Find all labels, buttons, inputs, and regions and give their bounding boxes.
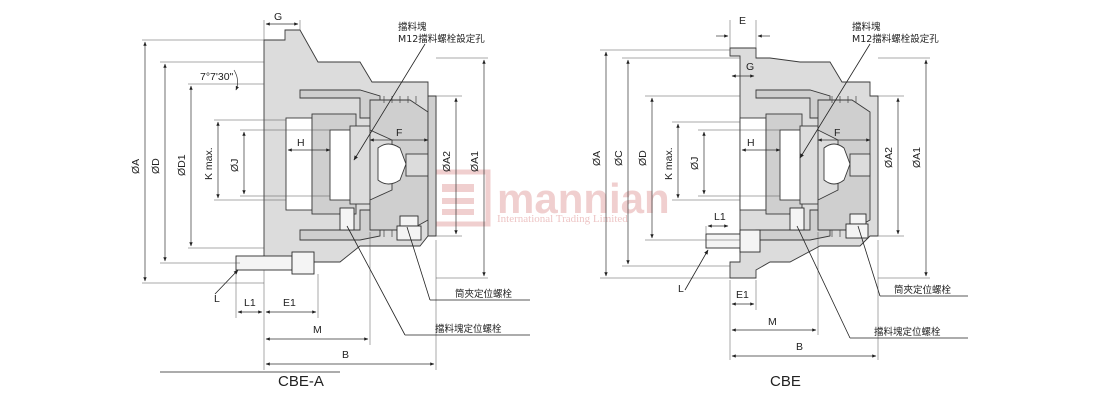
cbe-label-k: K max.: [663, 147, 675, 180]
cbe-label-h: H: [747, 137, 755, 149]
cbe-a-body: [263, 29, 437, 269]
watermark: mannian International Trading Limited: [425, 169, 670, 227]
cbe-callout-block-bolt: 擋料塊定位螺栓: [874, 326, 941, 338]
cbe-label-a1: ØA1: [911, 147, 923, 168]
cbe-a-callout-block-bolt: 擋料塊定位螺栓: [435, 323, 502, 335]
cbe-callout-clamp-bolt: 筒夾定位螺栓: [894, 284, 952, 296]
watermark-logo-icon: [425, 169, 491, 227]
watermark-subtitle: International Trading Limited: [497, 213, 628, 225]
cbe-clamp-bolt: [845, 213, 869, 239]
cbe-a-stopper-bolt: [235, 251, 315, 275]
cbe-a-leaders: [346, 43, 530, 336]
cbe-a-label-a2: ØA2: [441, 151, 453, 172]
cbe-label-g: G: [746, 61, 754, 73]
cbe-stopper-bolt: [705, 229, 761, 253]
cbe-a-callout-block: 擋料塊: [398, 21, 427, 33]
cbe-a-label-f: F: [396, 127, 402, 139]
cbe-dimension-lines: [604, 34, 928, 358]
cbe-a-label-e1: E1: [283, 297, 296, 309]
cbe-label-l: L: [678, 283, 684, 295]
cbe-a-label-l1: L1: [244, 297, 256, 309]
cbe-callout-block: 擋料塊: [852, 21, 881, 33]
cbe-a-label-d1: ØD1: [176, 154, 188, 176]
cbe-label-a2: ØA2: [883, 147, 895, 168]
cbe-a-label-k: K max.: [203, 147, 215, 180]
cbe-label-e1: E1: [736, 289, 749, 301]
cbe-label-c: ØC: [613, 150, 625, 166]
cbe-body: [729, 47, 879, 279]
cbe-label-m: M: [768, 316, 777, 328]
cbe-label-f: F: [834, 127, 840, 139]
cbe-a-extension-lines: [142, 20, 488, 370]
cbe-block-bolt: [789, 207, 805, 231]
cbe-a-clamp-bolt: [396, 215, 422, 241]
cbe-label-b: B: [796, 341, 803, 353]
cbe-a-label-j: ØJ: [229, 159, 241, 172]
cbe-a-callout-bolt-hole: M12擋料螺栓設定孔: [398, 33, 485, 45]
cbe-a-label-l: L: [214, 293, 220, 305]
cbe-label-d: ØD: [637, 150, 649, 166]
cbe-labels: E G ØA ØC ØD K max. ØJ H F ØA2 ØA1 L L1 …: [591, 15, 952, 390]
cbe-leaders: [796, 43, 968, 339]
drawing-cbe: E G ØA ØC ØD K max. ØJ H F ØA2 ØA1 L L1 …: [591, 15, 968, 390]
cbe-a-dimension-lines: [143, 22, 486, 373]
cbe-a-label-m: M: [313, 324, 322, 336]
cbe-label-j: ØJ: [689, 157, 701, 170]
cbe-label-e: E: [739, 15, 746, 27]
cbe-callout-bolt-hole: M12擋料螺栓設定孔: [852, 33, 939, 45]
cbe-a-label-b: B: [342, 349, 349, 361]
cbe-a-label-h: H: [297, 137, 305, 149]
cbe-extension-lines: [600, 20, 930, 360]
cbe-a-labels: G 7°7'30" ØA ØD ØD1 K max. ØJ H F ØA2 ØA…: [130, 11, 513, 390]
cbe-title: CBE: [770, 373, 801, 390]
cbe-a-label-g: G: [274, 11, 282, 23]
cbe-a-label-a: ØA: [130, 159, 142, 174]
cbe-a-label-a1: ØA1: [469, 151, 481, 172]
cbe-a-label-d: ØD: [150, 158, 162, 174]
cbe-a-block-bolt: [339, 207, 355, 231]
drawing-cbe-a: G 7°7'30" ØA ØD ØD1 K max. ØJ H F ØA2 ØA…: [130, 11, 530, 390]
cbe-a-label-angle: 7°7'30": [200, 71, 234, 83]
cbe-label-l1: L1: [714, 211, 726, 223]
cbe-a-callout-clamp-bolt: 筒夾定位螺栓: [455, 288, 513, 300]
cbe-label-a: ØA: [591, 151, 603, 166]
watermark-brand: mannian: [497, 175, 670, 222]
cbe-a-title: CBE-A: [278, 373, 324, 390]
